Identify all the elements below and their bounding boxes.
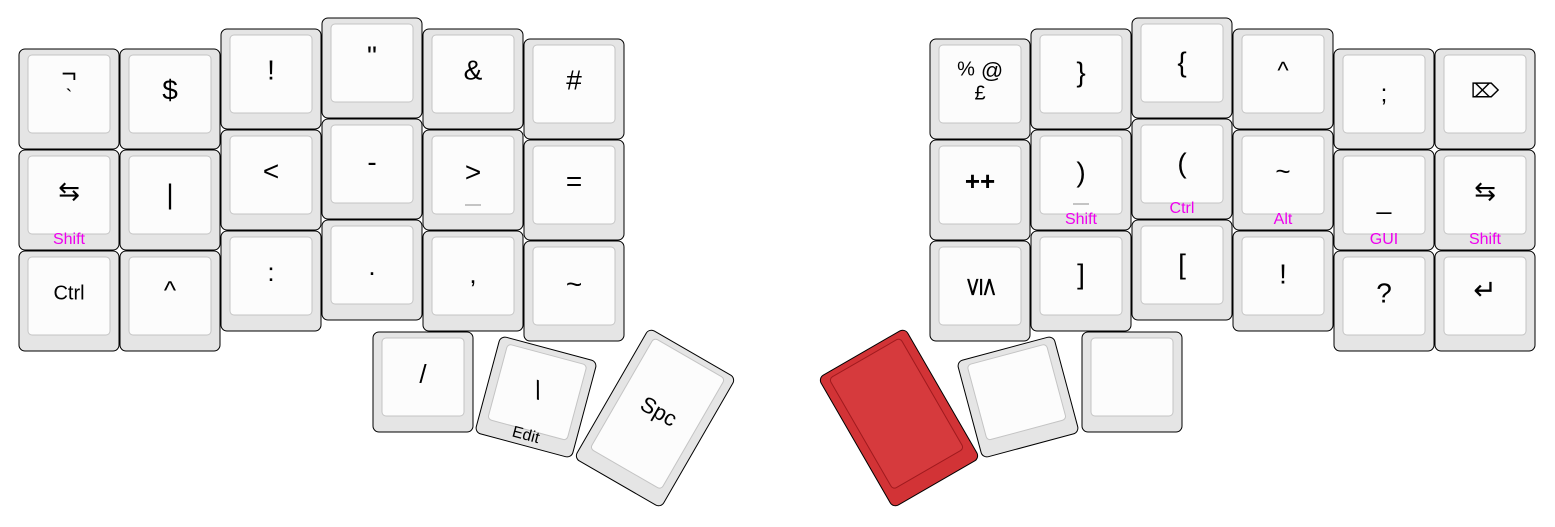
key-label: )	[1076, 156, 1085, 187]
key-left-r1c5: &	[422, 28, 524, 130]
thumb-left-1: /	[372, 331, 474, 433]
key-right-r2c1: ++	[929, 139, 1031, 241]
key-label: `	[66, 86, 73, 108]
key-left-r3c5: ,	[422, 230, 524, 332]
key-label: ;	[1381, 80, 1388, 107]
key-left-r2c3: <	[220, 129, 322, 231]
hold-label: Shift	[1469, 231, 1502, 248]
thumb-right-2	[957, 336, 1079, 458]
key-label: ^	[164, 275, 177, 305]
key-right-r3c6: ↵	[1434, 250, 1536, 352]
key-label: ⌦	[1471, 80, 1500, 102]
key-label: [	[1178, 248, 1186, 279]
key-right-r1c3: {	[1131, 17, 1233, 119]
key-right-r1c6: ⌦	[1434, 48, 1536, 150]
key-label: #	[566, 64, 582, 95]
key-left-r3c3: :	[220, 230, 322, 332]
key-label: >	[465, 156, 481, 187]
key-label: ¬	[61, 58, 76, 88]
key-label: }	[1076, 56, 1085, 87]
key-label: ↵	[1473, 274, 1496, 305]
key-label: ~	[1275, 156, 1290, 186]
key-label: ^	[1277, 57, 1289, 84]
key-right-r3c3: [	[1131, 219, 1233, 321]
hold-label: Shift	[53, 231, 86, 248]
key-right-r3c4: !	[1232, 230, 1334, 332]
hold-label: Ctrl	[1170, 200, 1195, 217]
key-label: _	[1376, 185, 1392, 215]
key-label: :	[267, 257, 274, 287]
key-label: £	[974, 82, 985, 104]
key-label: ~	[566, 268, 582, 299]
key-label: |	[166, 178, 173, 209]
key-right-r1c4: ^	[1232, 28, 1334, 130]
key-left-r2c6: =	[523, 139, 625, 241]
key-label: ,	[469, 259, 476, 289]
key-right-r2c4: ~ Alt	[1232, 129, 1334, 231]
key-label: ⇆	[1474, 176, 1496, 206]
key-label: !	[1279, 258, 1287, 289]
key-label: !	[267, 54, 275, 85]
hold-label: GUI	[1370, 231, 1398, 248]
key-label: Ctrl	[53, 282, 84, 304]
key-left-r2c4: -	[321, 118, 423, 220]
key-label: ]	[1077, 258, 1085, 289]
hold-label: Shift	[1065, 211, 1098, 228]
thumb-left-2: \ Edit	[475, 336, 597, 458]
key-left-r2c5: >	[422, 129, 524, 231]
key-label: &	[464, 54, 483, 85]
key-label: {	[1177, 46, 1186, 77]
key-right-r2c5: _ GUI	[1333, 149, 1435, 251]
key-label: =	[566, 165, 582, 196]
key-left-r1c1: ¬ `	[18, 48, 120, 150]
key-label: (	[1177, 147, 1187, 178]
key-left-r3c1: Ctrl	[18, 250, 120, 352]
key-label: @	[981, 58, 1003, 83]
key-label: ?	[1376, 277, 1392, 308]
key-right-r1c5: ;	[1333, 48, 1435, 150]
thumb-right-3	[1081, 331, 1183, 433]
key-label: /	[419, 359, 427, 389]
key-label: "	[367, 40, 377, 71]
key-right-r3c1: ⋚	[929, 240, 1031, 342]
key-left-r1c3: !	[220, 28, 322, 130]
key-label: -	[367, 146, 376, 177]
key-label: ⋚	[967, 276, 997, 298]
key-right-r2c6: ⇆ Shift	[1434, 149, 1536, 251]
hold-label: Alt	[1274, 211, 1293, 228]
key-label: ++	[965, 166, 995, 196]
key-label: $	[162, 74, 178, 105]
key-left-r1c6: #	[523, 38, 625, 140]
key-right-r3c5: ?	[1333, 250, 1435, 352]
key-right-r2c2: ) Shift	[1030, 129, 1132, 231]
key-label: %	[957, 58, 975, 80]
hold-label: Edit	[510, 424, 542, 448]
key-left-r1c4: "	[321, 17, 423, 119]
key-left-r2c1: ⇆ Shift	[18, 149, 120, 251]
key-label: <	[263, 155, 279, 186]
key-left-r3c6: ~	[523, 240, 625, 342]
key-right-r2c3: ( Ctrl	[1131, 118, 1233, 220]
key-right-r1c2: }	[1030, 28, 1132, 130]
key-left-r1c2: $	[119, 48, 221, 150]
key-label: .	[368, 251, 375, 281]
key-left-r2c2: |	[119, 149, 221, 251]
key-label: ⇆	[58, 176, 80, 206]
key-left-r3c4: .	[321, 219, 423, 321]
key-right-r3c2: ]	[1030, 230, 1132, 332]
thumb-left-3: Spc	[575, 329, 735, 507]
key-right-r1c1: % @ £	[929, 38, 1031, 140]
thumb-right-1-active	[819, 329, 979, 507]
key-left-r3c2: ^	[119, 250, 221, 352]
